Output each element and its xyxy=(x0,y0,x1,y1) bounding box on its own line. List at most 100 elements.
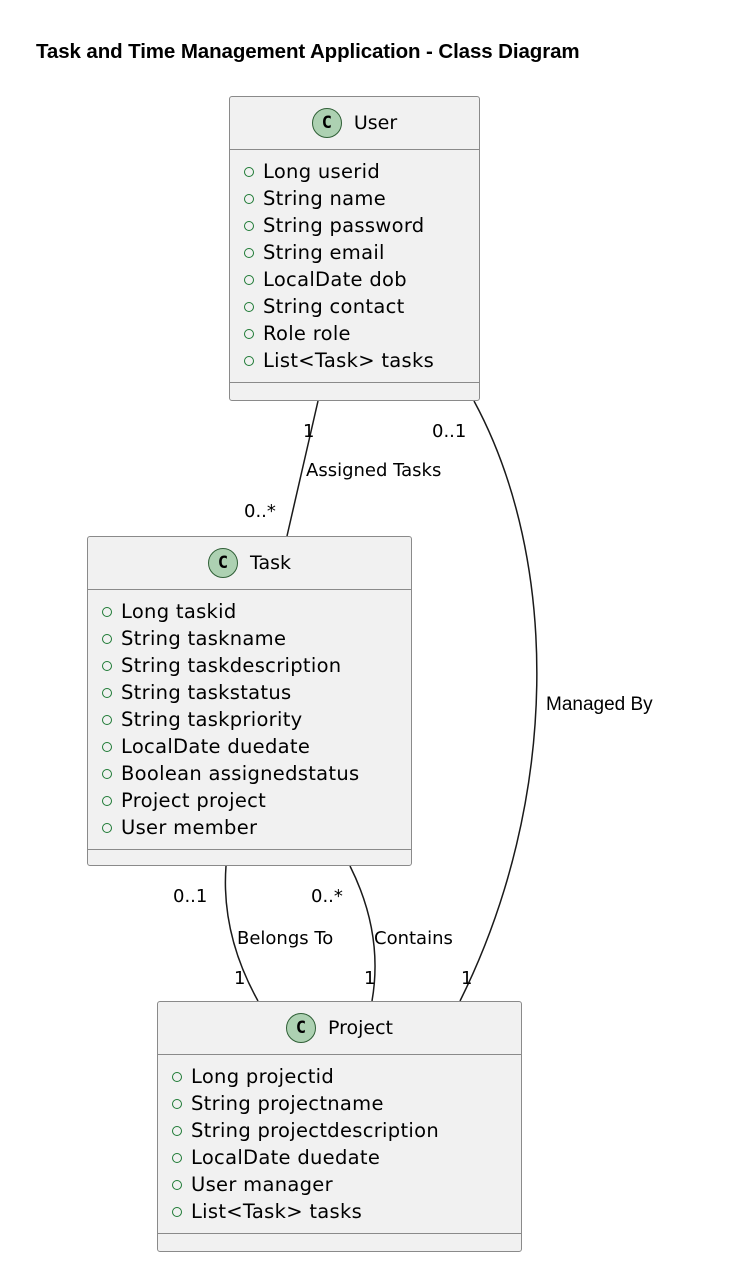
attribute-text: List<Task> tasks xyxy=(191,1200,363,1223)
attribute-text: String password xyxy=(263,214,425,237)
label-managed-by: Managed By xyxy=(546,694,653,715)
attribute-text: String taskdescription xyxy=(121,654,342,677)
public-visibility-icon xyxy=(244,328,254,339)
public-visibility-icon xyxy=(244,274,254,285)
attribute: Project project xyxy=(102,787,411,814)
public-visibility-icon xyxy=(172,1071,182,1082)
attribute-text: Long userid xyxy=(263,160,381,183)
class-task-attributes: Long taskid String taskname String taskd… xyxy=(88,590,411,850)
public-visibility-icon xyxy=(102,741,112,752)
attribute: String name xyxy=(244,185,479,212)
public-visibility-icon xyxy=(244,166,254,177)
attribute: Long projectid xyxy=(172,1063,521,1090)
attribute-text: User manager xyxy=(191,1173,333,1196)
attribute: String projectdescription xyxy=(172,1117,521,1144)
attribute-text: Project project xyxy=(121,789,267,812)
attribute: Role role xyxy=(244,320,479,347)
class-user-name: User xyxy=(353,112,398,134)
class-task-methods xyxy=(88,850,411,862)
attribute: Long userid xyxy=(244,158,479,185)
attribute-text: Long projectid xyxy=(191,1065,335,1088)
attribute-text: LocalDate duedate xyxy=(121,735,311,758)
attribute: User member xyxy=(102,814,411,841)
public-visibility-icon xyxy=(172,1152,182,1163)
class-user-header: C User xyxy=(230,97,479,150)
mult-user-assigned: 1 xyxy=(303,421,314,442)
attribute-text: String projectdescription xyxy=(191,1119,439,1142)
attribute: LocalDate dob xyxy=(244,266,479,293)
attribute: List<Task> tasks xyxy=(172,1198,521,1225)
class-project-attributes: Long projectid String projectname String… xyxy=(158,1055,521,1234)
attribute: Long taskid xyxy=(102,598,411,625)
public-visibility-icon xyxy=(172,1206,182,1217)
mult-task-assigned: 0..* xyxy=(244,501,276,522)
attribute: String taskname xyxy=(102,625,411,652)
attribute-text: String taskstatus xyxy=(121,681,292,704)
public-visibility-icon xyxy=(102,633,112,644)
public-visibility-icon xyxy=(102,768,112,779)
attribute-text: Role role xyxy=(263,322,351,345)
attribute: String contact xyxy=(244,293,479,320)
attribute-text: String name xyxy=(263,187,386,210)
attribute-text: Boolean assignedstatus xyxy=(121,762,360,785)
class-stereotype-icon: C xyxy=(285,1013,316,1043)
mult-task-belongs: 0..1 xyxy=(173,886,207,907)
label-belongs-to: Belongs To xyxy=(237,928,333,949)
class-user-attributes: Long userid String name String password … xyxy=(230,150,479,383)
public-visibility-icon xyxy=(244,220,254,231)
attribute: LocalDate duedate xyxy=(172,1144,521,1171)
attribute-text: String taskname xyxy=(121,627,287,650)
edge-belongs-to xyxy=(224,865,259,1002)
public-visibility-icon xyxy=(244,355,254,366)
attribute-text: String taskpriority xyxy=(121,708,303,731)
attribute: Boolean assignedstatus xyxy=(102,760,411,787)
public-visibility-icon xyxy=(102,606,112,617)
public-visibility-icon xyxy=(172,1098,182,1109)
class-user-methods xyxy=(230,383,479,395)
public-visibility-icon xyxy=(102,822,112,833)
attribute-text: String email xyxy=(263,241,385,264)
attribute-text: List<Task> tasks xyxy=(263,349,435,372)
class-task[interactable]: C Task Long taskid String taskname Strin… xyxy=(87,536,412,866)
public-visibility-icon xyxy=(172,1179,182,1190)
public-visibility-icon xyxy=(102,687,112,698)
class-project-name: Project xyxy=(327,1017,393,1039)
class-user[interactable]: C User Long userid String name String pa… xyxy=(229,96,480,401)
class-project-methods xyxy=(158,1234,521,1246)
public-visibility-icon xyxy=(172,1125,182,1136)
mult-project-managed: 1 xyxy=(461,968,472,989)
public-visibility-icon xyxy=(244,193,254,204)
attribute: String email xyxy=(244,239,479,266)
class-stereotype-icon: C xyxy=(311,108,342,138)
class-stereotype-icon: C xyxy=(207,548,238,578)
edge-contains xyxy=(349,865,376,1002)
public-visibility-icon xyxy=(244,301,254,312)
class-task-name: Task xyxy=(249,552,291,574)
public-visibility-icon xyxy=(244,247,254,258)
attribute-text: LocalDate duedate xyxy=(191,1146,381,1169)
mult-project-belongs: 1 xyxy=(234,968,245,989)
edge-managed-by xyxy=(459,400,538,1002)
attribute-text: String projectname xyxy=(191,1092,384,1115)
attribute: LocalDate duedate xyxy=(102,733,411,760)
attribute: String password xyxy=(244,212,479,239)
mult-user-managed: 0..1 xyxy=(432,421,466,442)
class-project[interactable]: C Project Long projectid String projectn… xyxy=(157,1001,522,1252)
attribute: String taskpriority xyxy=(102,706,411,733)
class-task-header: C Task xyxy=(88,537,411,590)
attribute: List<Task> tasks xyxy=(244,347,479,374)
label-assigned-tasks: Assigned Tasks xyxy=(306,460,441,481)
public-visibility-icon xyxy=(102,714,112,725)
attribute-text: LocalDate dob xyxy=(263,268,407,291)
attribute: String taskdescription xyxy=(102,652,411,679)
public-visibility-icon xyxy=(102,795,112,806)
attribute: String taskstatus xyxy=(102,679,411,706)
attribute-text: User member xyxy=(121,816,258,839)
attribute: String projectname xyxy=(172,1090,521,1117)
mult-project-contains: 1 xyxy=(364,968,375,989)
mult-task-contains: 0..* xyxy=(311,886,343,907)
attribute-text: String contact xyxy=(263,295,405,318)
attribute: User manager xyxy=(172,1171,521,1198)
public-visibility-icon xyxy=(102,660,112,671)
